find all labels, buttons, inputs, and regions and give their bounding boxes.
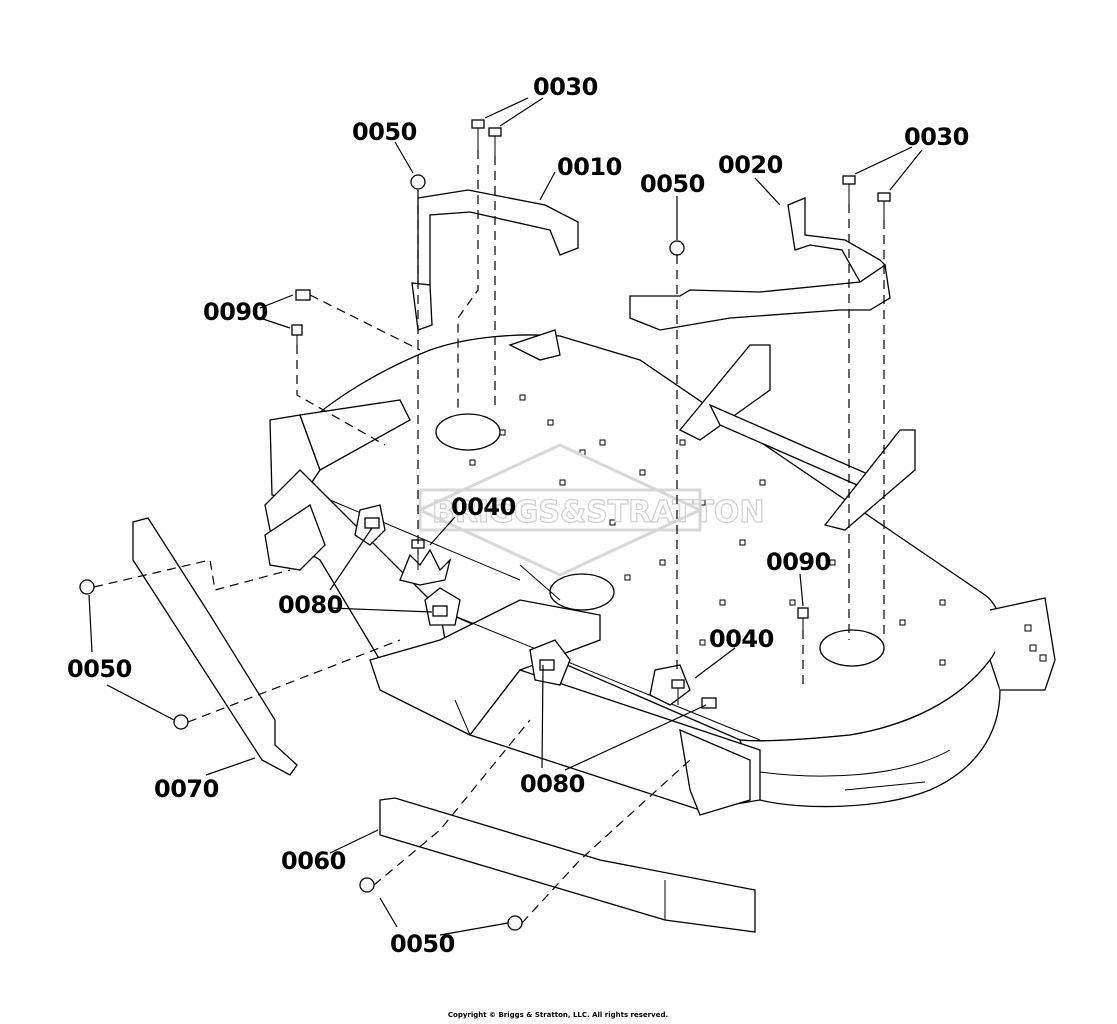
callout-0070: 0070	[154, 775, 219, 803]
callout-0030-right: 0030	[904, 123, 969, 151]
bolts-0040-0080	[354, 504, 717, 709]
assembly-dashed-lines	[93, 150, 885, 924]
callout-0050-left: 0050	[67, 655, 132, 683]
bolts-0030-left	[471, 119, 502, 156]
callout-0050-top-left: 0050	[352, 118, 417, 146]
callout-0040-left: 0040	[451, 493, 516, 521]
callout-0080-left: 0080	[278, 591, 343, 619]
copyright-notice: Copyright © Briggs & Stratton, LLC. All …	[448, 1011, 668, 1019]
callout-leaders	[88, 97, 923, 936]
bolts-0030-right	[842, 175, 891, 220]
callout-0090-right: 0090	[766, 548, 831, 576]
part-0060-baffle	[379, 797, 756, 933]
part-callouts: 0010 0020 0030 0030 0040 0040 0050 0050 …	[67, 73, 969, 958]
mower-deck	[264, 329, 1056, 816]
callout-0010: 0010	[557, 153, 622, 181]
callout-0050-top-right: 0050	[640, 170, 705, 198]
watermark-text: BRIGGS&STRATTON	[432, 495, 764, 530]
callout-0090-left: 0090	[203, 298, 268, 326]
callout-0050-bottom: 0050	[390, 930, 455, 958]
part-0020-bracket	[629, 197, 891, 331]
callout-0040-right: 0040	[709, 625, 774, 653]
callout-0060: 0060	[281, 847, 346, 875]
nuts-0050	[79, 174, 685, 931]
callout-0020: 0020	[718, 151, 783, 179]
brand-watermark: BRIGGS&STRATTON	[416, 443, 765, 577]
part-0010-bracket	[411, 189, 579, 331]
callout-0080-right: 0080	[520, 770, 585, 798]
part-0070-baffle	[132, 517, 298, 776]
callout-0030-left: 0030	[533, 73, 598, 101]
